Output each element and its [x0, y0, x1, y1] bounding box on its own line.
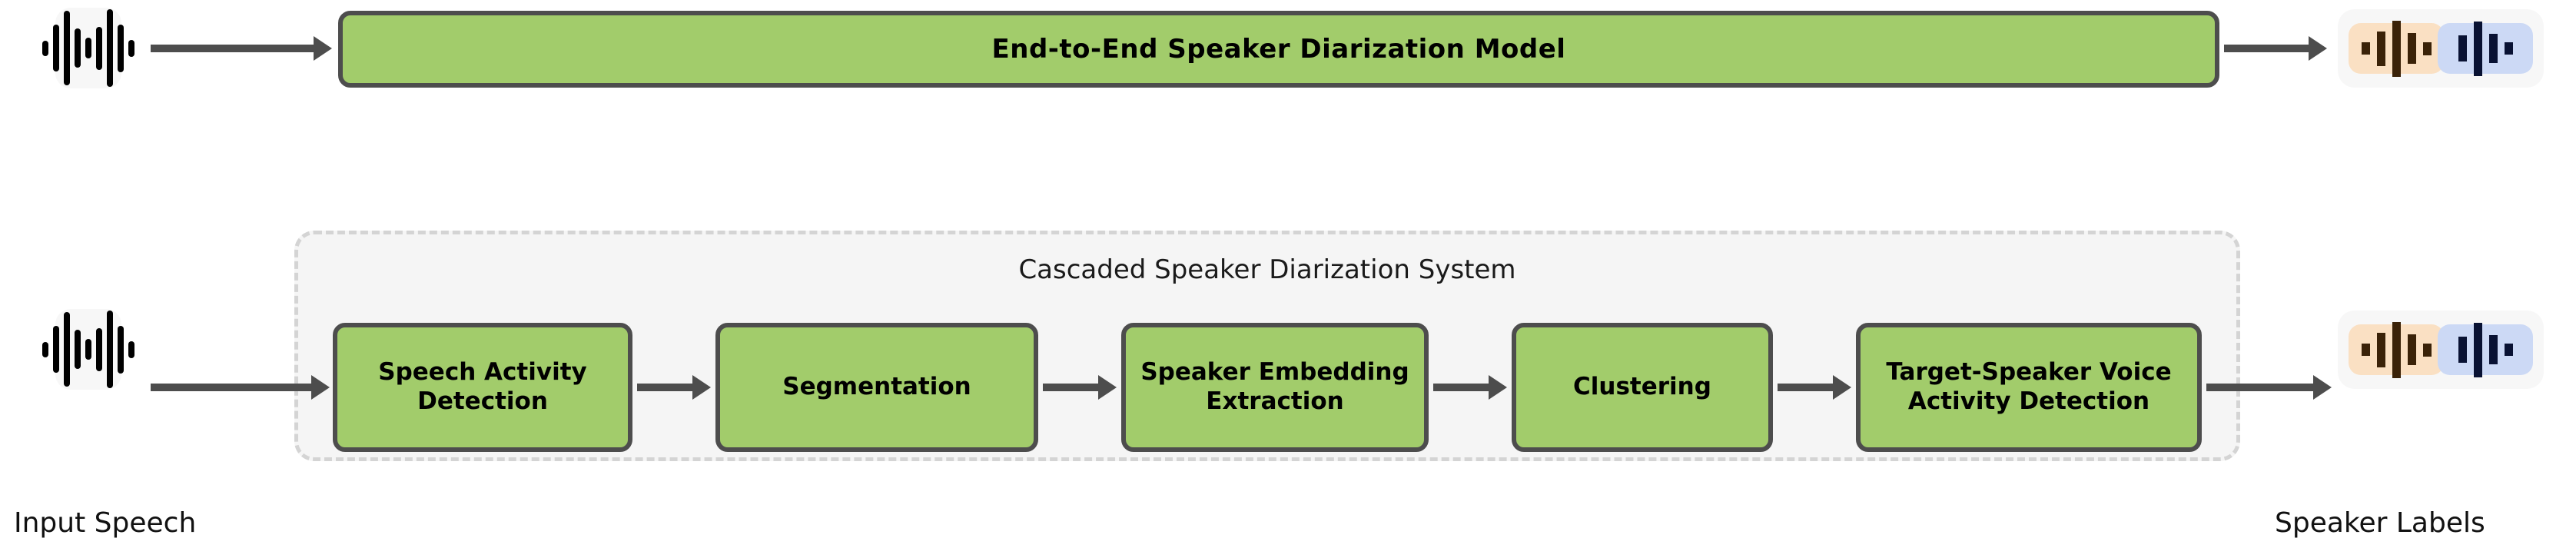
arrow-step-4-to-step-5 [1778, 375, 1851, 400]
waveform-bar [118, 325, 124, 374]
waveform-bar [2407, 334, 2416, 365]
waveform-bar [2361, 344, 2370, 356]
waveform-bar [53, 25, 59, 71]
end-to-end-model-label: End-to-End Speaker Diarization Model [991, 34, 1566, 65]
waveform-bar [2504, 344, 2513, 356]
waveform-bar [2504, 42, 2513, 55]
waveform-bar [2392, 321, 2401, 378]
pipeline-step-target-speaker-vad[interactable]: Target-Speaker Voice Activity Detection [1856, 323, 2202, 452]
cascaded-system-label: Cascaded Speaker Diarization System [1018, 254, 1516, 285]
waveform-bar [2488, 335, 2498, 364]
pipeline-step-label: Segmentation [782, 373, 971, 401]
waveform-bar [2392, 20, 2401, 77]
waveform-bar [128, 340, 134, 358]
input-speech-icon-bottom [42, 309, 134, 390]
pipeline-step-label: Target-Speaker Voice Activity Detection [1886, 358, 2172, 415]
speaker-b-waveform-icon [2438, 322, 2533, 377]
pipeline-step-label: Clustering [1573, 373, 1711, 401]
arrow-input-to-step-1 [151, 375, 330, 400]
waveform-bar [53, 326, 59, 373]
waveform-bar [2458, 35, 2467, 61]
end-to-end-model-box[interactable]: End-to-End Speaker Diarization Model [338, 11, 2219, 88]
waveform-bar [2458, 337, 2467, 363]
speaker-a-waveform-icon [2349, 321, 2444, 378]
waveform-bar [96, 327, 102, 371]
input-speech-icon-top [42, 8, 134, 88]
speaker-labels-icon-bottom [2338, 311, 2544, 389]
waveform-bar [2407, 33, 2416, 64]
waveform-bar [2376, 332, 2385, 367]
waveform-bar [107, 311, 113, 388]
waveform-bar [42, 341, 48, 357]
speaker-labels-icon-top [2338, 9, 2544, 88]
waveform-bar [128, 39, 134, 57]
waveform-bar [96, 26, 102, 70]
waveform-bar [2473, 21, 2482, 76]
caption-speaker-labels: Speaker Labels [2275, 507, 2485, 539]
arrow-step-1-to-step-2 [637, 375, 711, 400]
waveform-bar [42, 40, 48, 56]
speaker-a-waveform-icon [2349, 20, 2444, 77]
pipeline-step-clustering[interactable]: Clustering [1512, 323, 1773, 452]
arrow-step-5-to-output [2206, 375, 2332, 400]
arrow-model-to-output [2224, 36, 2327, 61]
waveform-bar [2422, 42, 2432, 55]
waveform-bar [64, 312, 70, 387]
waveform-bar [85, 339, 91, 360]
waveform-bar [2361, 42, 2370, 55]
waveform-bar [64, 11, 70, 85]
arrow-step-2-to-step-3 [1043, 375, 1117, 400]
pipeline-step-label: Speaker Embedding Extraction [1140, 358, 1409, 415]
caption-input-speech: Input Speech [14, 507, 197, 539]
arrow-step-3-to-step-4 [1433, 375, 1507, 400]
pipeline-step-segmentation[interactable]: Segmentation [715, 323, 1038, 452]
waveform-bar [75, 330, 81, 369]
waveform-bar [118, 24, 124, 72]
arrow-input-to-model [151, 36, 332, 61]
pipeline-step-speech-activity-detection[interactable]: Speech Activity Detection [333, 323, 632, 452]
waveform-bar [107, 9, 113, 87]
audio-waveform-icon [42, 9, 134, 87]
pipeline-step-label: Speech Activity Detection [378, 358, 587, 415]
audio-waveform-icon [42, 311, 134, 388]
waveform-bar [2422, 343, 2432, 357]
speaker-b-waveform-icon [2438, 21, 2533, 76]
waveform-bar [2473, 322, 2482, 377]
waveform-bar [75, 28, 81, 68]
waveform-bar [2488, 34, 2498, 63]
pipeline-step-speaker-embedding-extraction[interactable]: Speaker Embedding Extraction [1121, 323, 1429, 452]
waveform-bar [85, 38, 91, 58]
waveform-bar [2376, 31, 2385, 66]
